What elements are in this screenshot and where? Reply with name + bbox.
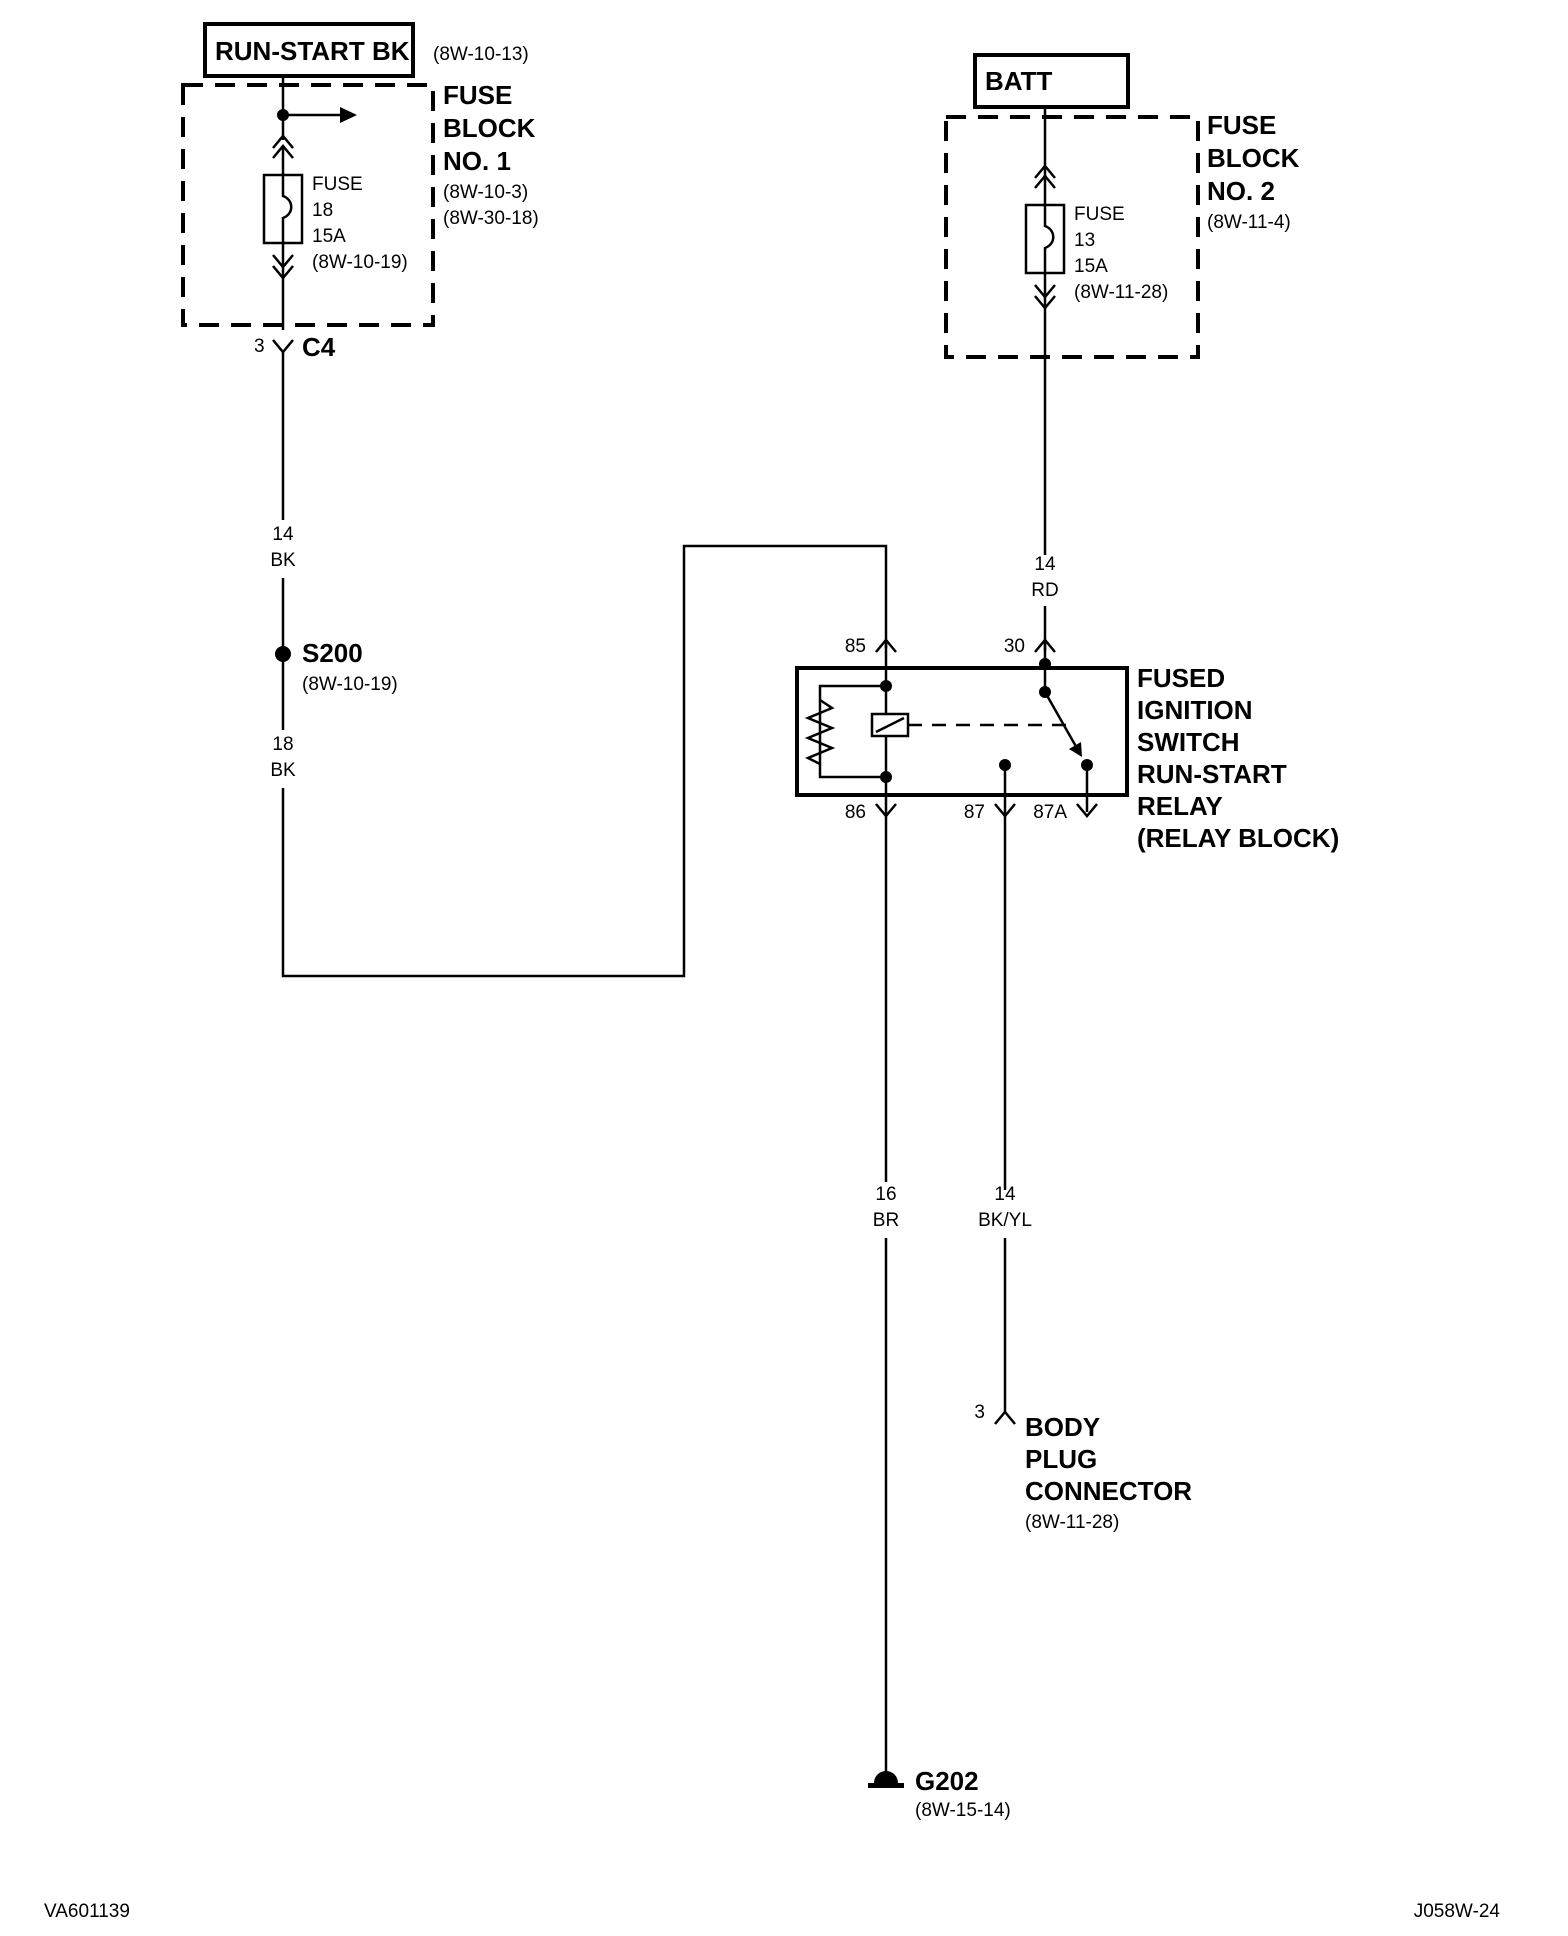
batt-box (973, 53, 1130, 109)
body-plug-pin: 3 (974, 1402, 985, 1423)
wire-16-br-gauge: 16 (875, 1184, 896, 1205)
fuse-block-2-title-1: FUSE (1207, 110, 1276, 140)
wire-14-bkyl-gauge: 14 (994, 1184, 1016, 1205)
relay-title-2: IGNITION (1137, 695, 1253, 725)
fuse-block-1-title-2: BLOCK (443, 113, 536, 143)
fuse-block-2-outline (944, 115, 1200, 359)
s200-label: S200 (302, 638, 363, 668)
fuse-13-line-4: (8W-11-28) (1074, 282, 1168, 303)
relay-pin-86: 86 (845, 802, 866, 823)
body-plug-ref: (8W-11-28) (1025, 1512, 1119, 1533)
relay-title-5: RELAY (1137, 791, 1223, 821)
relay-pin-87a: 87A (1033, 802, 1067, 823)
body-plug-title-1: BODY (1025, 1412, 1100, 1442)
body-plug-title-3: CONNECTOR (1025, 1476, 1192, 1506)
fuse-18-line-1: FUSE (312, 174, 363, 195)
relay-pin-30: 30 (1004, 636, 1025, 657)
fuse-18-line-2: 18 (312, 200, 333, 221)
wire-14-bk-color: BK (270, 550, 296, 571)
run-start-box (203, 22, 415, 78)
fuse-block-2-title-3: NO. 2 (1207, 176, 1275, 206)
fuse-block-1-title-3: NO. 1 (443, 146, 511, 176)
relay-pin-87: 87 (964, 802, 985, 823)
g202-label: G202 (915, 1766, 979, 1796)
wire-16-br-color: BR (873, 1210, 899, 1231)
wire-14-bk-gauge: 14 (272, 524, 294, 545)
wire-14-bkyl-color: BK/YL (978, 1210, 1032, 1231)
wire-18-bk-color: BK (270, 760, 296, 781)
fuse-18-line-3: 15A (312, 226, 346, 247)
fuse-block-1-outline (181, 83, 435, 327)
body-plug-title-2: PLUG (1025, 1444, 1097, 1474)
relay-resistor-symbol (804, 698, 836, 766)
fuse-13-line-2: 13 (1074, 230, 1095, 251)
fuse-block-1-title-1: FUSE (443, 80, 512, 110)
footer-right-code: J058W-24 (1414, 1901, 1501, 1922)
wire-18-bk-gauge: 18 (272, 734, 293, 755)
relay-pin-85: 85 (845, 636, 866, 657)
fuse-block-2-title-2: BLOCK (1207, 143, 1300, 173)
fuse-block-1-ref-2: (8W-30-18) (443, 208, 539, 229)
wire-14-rd-gauge: 14 (1034, 554, 1056, 575)
fuse-13-line-1: FUSE (1074, 204, 1125, 225)
batt-label: BATT (985, 66, 1053, 96)
ground-icon (874, 1771, 898, 1783)
g202-ref: (8W-15-14) (915, 1800, 1011, 1821)
fuse-block-1-ref-1: (8W-10-3) (443, 182, 528, 203)
footer-left-code: VA601139 (44, 1901, 130, 1922)
relay-title-3: SWITCH (1137, 727, 1240, 757)
relay-title-4: RUN-START (1137, 759, 1287, 789)
s200-ref: (8W-10-19) (302, 674, 398, 695)
fuse-18-line-4: (8W-10-19) (312, 252, 408, 273)
fuse-block-2-ref-1: (8W-11-4) (1207, 212, 1291, 233)
run-start-label: RUN-START BK (215, 36, 410, 66)
relay-junction-30 (1039, 658, 1051, 670)
wire-14-rd-color: RD (1031, 580, 1058, 601)
relay-box (795, 666, 1129, 797)
relay-switch-arrow-icon (1069, 742, 1082, 757)
relay-title-1: FUSED (1137, 663, 1225, 693)
fuse-13-line-3: 15A (1074, 256, 1108, 277)
relay-title-6: (RELAY BLOCK) (1137, 823, 1339, 853)
s200-splice-dot (275, 646, 291, 662)
run-start-ref: (8W-10-13) (433, 44, 529, 65)
c4-connector-label: C4 (302, 332, 336, 362)
continuation-arrow-icon (340, 107, 357, 123)
c4-pin-label: 3 (254, 336, 265, 357)
